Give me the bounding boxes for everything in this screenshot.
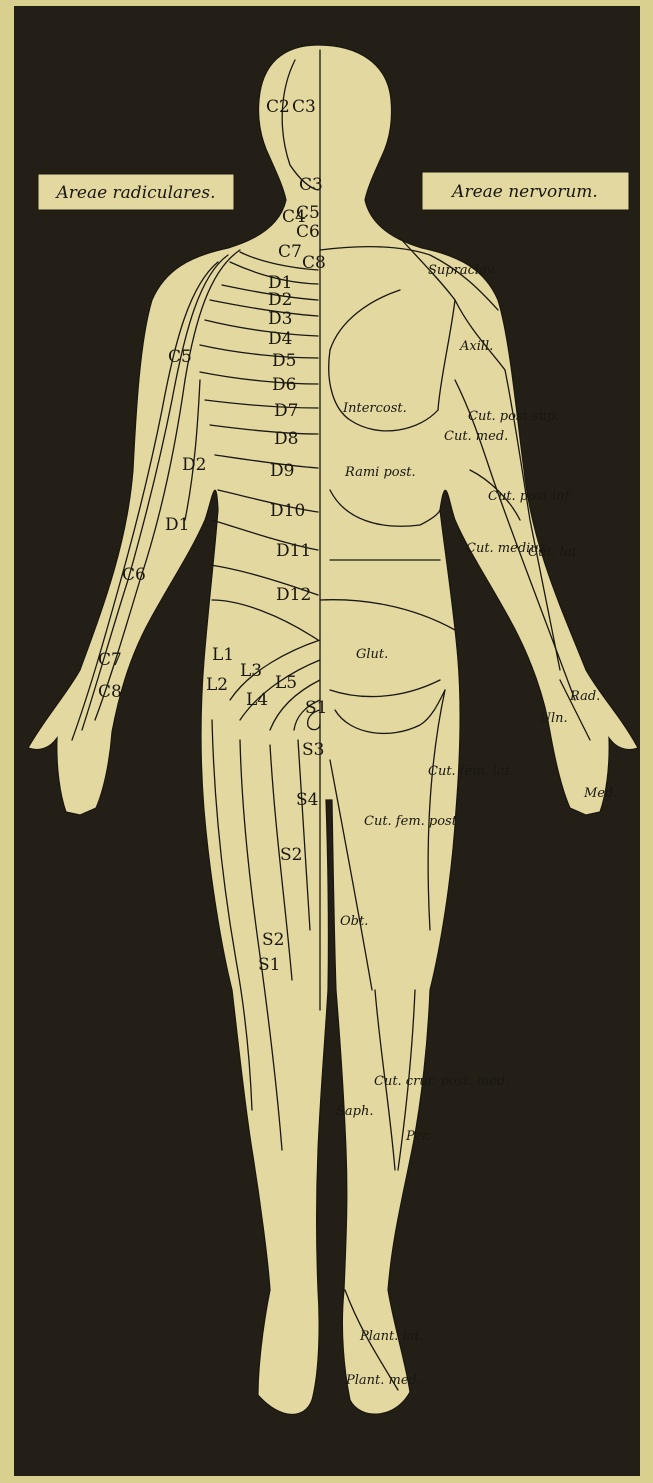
label-c2: C2	[266, 97, 290, 117]
label-s4: S4	[296, 790, 318, 810]
label-c5-arm: C5	[168, 347, 192, 367]
label-d4: D4	[268, 329, 292, 349]
label-d2-arm: D2	[182, 455, 206, 475]
label-s2: S2	[280, 845, 302, 865]
label-s1-lower: S1	[258, 955, 280, 975]
label-c5: C5	[296, 203, 320, 223]
label-d2: D2	[268, 290, 292, 310]
label-per: Per.	[405, 1129, 431, 1144]
label-l5: L5	[275, 673, 297, 693]
label-s1-buttock: S1	[305, 698, 327, 718]
label-d1-arm: D1	[165, 515, 189, 535]
label-cut-post-inf: Cut. post inf.	[488, 489, 573, 504]
label-axill: Axill.	[459, 339, 493, 354]
label-uln: Uln.	[540, 711, 568, 726]
label-rami-post: Rami post.	[344, 465, 416, 480]
label-c6: C6	[296, 222, 320, 242]
label-d6: D6	[272, 375, 296, 395]
label-intercost: Intercost.	[342, 401, 407, 416]
label-c3-head: C3	[292, 97, 316, 117]
label-s2-lower: S2	[262, 930, 284, 950]
label-med-hand: Med.	[583, 786, 617, 801]
label-s3: S3	[302, 740, 324, 760]
label-l4: L4	[246, 690, 268, 710]
label-d10: D10	[270, 501, 305, 521]
label-d7: D7	[274, 401, 298, 421]
label-cut-crur-post-med: Cut. crur. post. med.	[374, 1074, 510, 1089]
label-l3: L3	[240, 661, 262, 681]
label-saph: Saph.	[336, 1104, 373, 1119]
label-glut: Glut.	[356, 647, 388, 662]
label-c3: C3	[299, 175, 323, 195]
label-d3: D3	[268, 309, 292, 329]
label-d11: D11	[276, 541, 311, 561]
label-cut-fem-post: Cut. fem. post.	[364, 814, 461, 829]
label-plant-med: Plant. med.	[345, 1373, 421, 1388]
header-right: Areae nervorum.	[450, 182, 598, 202]
label-c8: C8	[302, 253, 326, 273]
label-obt: Obt.	[340, 914, 368, 929]
label-c7: C7	[278, 242, 302, 262]
label-cut-med: Cut. med.	[444, 429, 508, 444]
label-l1: L1	[212, 645, 234, 665]
label-c6-arm: C6	[122, 565, 146, 585]
label-d12: D12	[276, 585, 311, 605]
label-cut-fem-lat: Cut. fem. lat.	[428, 764, 514, 779]
label-c8-arm: C8	[98, 682, 122, 702]
label-cut-lat-arm: Cut. lat.	[528, 545, 581, 560]
label-plant-lat: Plant. lat.	[359, 1329, 424, 1344]
label-cut-post-sup: Cut. post sup.	[468, 409, 559, 424]
label-d9: D9	[270, 461, 294, 481]
label-supraclav: Supraclav.	[428, 263, 497, 278]
label-l2: L2	[206, 675, 228, 695]
label-d8: D8	[274, 429, 298, 449]
header-left: Areae radiculares.	[54, 183, 215, 203]
label-c7-arm: C7	[98, 650, 122, 670]
label-rad: Rad.	[569, 689, 600, 704]
label-d5: D5	[272, 351, 296, 371]
